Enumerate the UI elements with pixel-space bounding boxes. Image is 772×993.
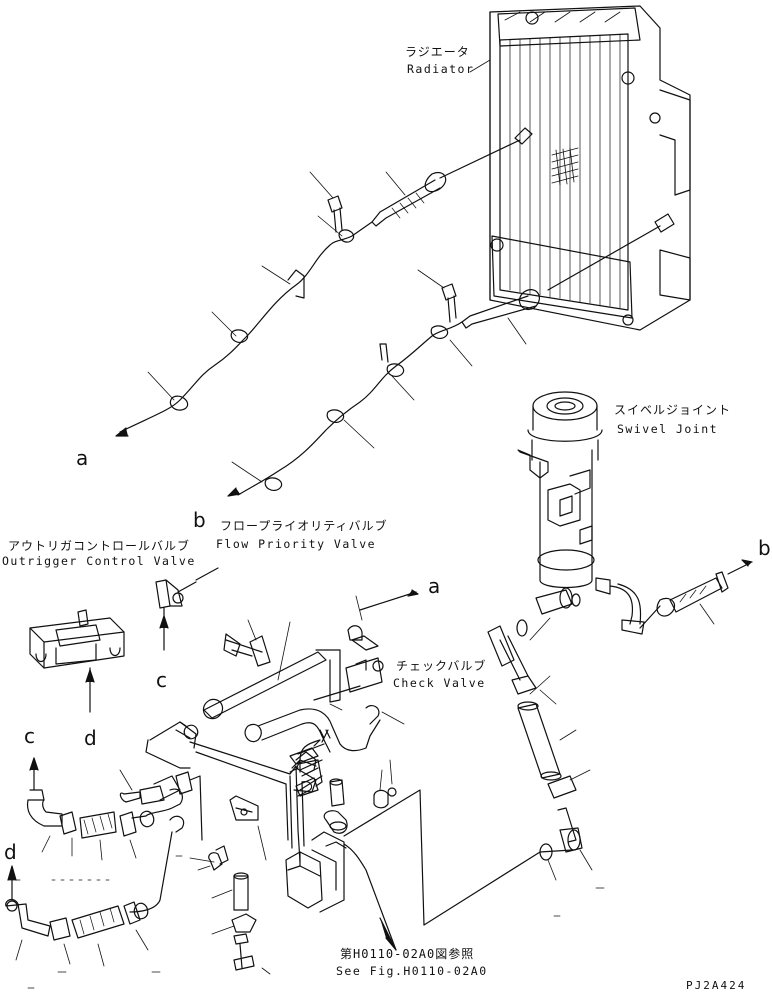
outrigger-valve-drawing [29, 609, 125, 713]
connection-letter-d-valve: d [84, 726, 97, 750]
radiator-label-jp: ラジエータ [405, 45, 470, 59]
swivel-joint-label-jp: スイベルジョイント [614, 403, 732, 417]
swivel-down-pipe [423, 625, 593, 926]
see-figure-label-jp: 第H0110-02A0図参照 [340, 947, 475, 961]
connection-letter-c-valve: c [156, 668, 167, 692]
flow-priority-valve-label-en: Flow Priority Valve [216, 537, 377, 551]
flow-priority-valve-label-jp: フロープライオリティバルブ [220, 519, 388, 533]
left-hose-c-assembly [7, 757, 155, 881]
connection-letter-d-hose: d [4, 840, 17, 864]
connection-letter-b-right: b [758, 536, 771, 560]
connection-letter-c-hose: c [24, 724, 35, 748]
swivel-joint-label-en: Swivel Joint [617, 422, 719, 436]
radiator-drawing [489, 5, 691, 331]
connection-letter-b-left: b [193, 508, 206, 532]
connection-letter-a-right: a [428, 574, 441, 598]
radiator-label-en: Radiator [407, 62, 475, 76]
check-valve-label-en: Check Valve [393, 676, 486, 690]
upper-hose-assembly [115, 139, 521, 437]
lower-hose-assembly [227, 225, 661, 497]
check-valve-label-jp: チェックバルブ [396, 659, 487, 673]
connection-letter-a-left: a [76, 446, 89, 470]
flow-priority-valve-drawing [155, 567, 219, 651]
see-figure-label-en: See Fig.H0110-02A0 [336, 964, 488, 978]
swivel-joint-drawing [516, 391, 753, 641]
center-pipe-assembly [119, 589, 425, 975]
outrigger-control-valve-label-en: Outrigger Control Valve [2, 554, 196, 568]
drawing-code: PJ2A424 [686, 979, 747, 992]
left-hose-d-assembly [5, 855, 605, 989]
outrigger-control-valve-label-jp: アウトリガコントロールバルブ [8, 539, 191, 553]
